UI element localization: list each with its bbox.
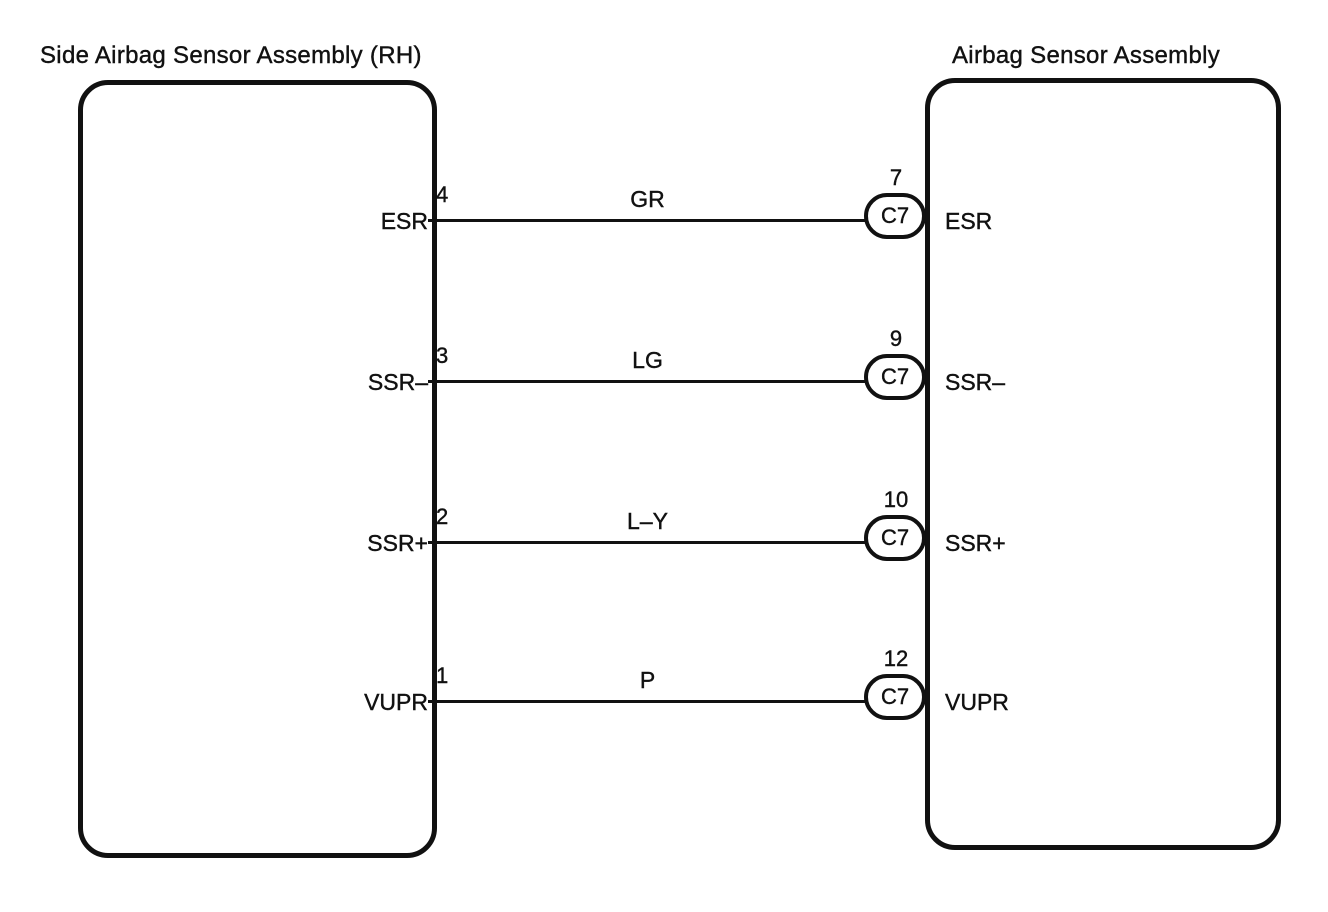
pin-label-right: SSR+ (945, 530, 1006, 556)
pin-label-left: SSR+ (367, 530, 428, 556)
pin-label-left: VUPR (364, 689, 428, 715)
connector-badge: C7 (864, 674, 926, 720)
pin-number-left: 4 (436, 182, 449, 207)
connector-badge: C7 (864, 193, 926, 239)
pin-number-right: 12 (883, 646, 909, 671)
pin-number-left: 3 (436, 343, 449, 368)
wire-color-label: P (639, 667, 656, 693)
left-assembly-box (78, 80, 437, 858)
pin-label-right: SSR– (945, 369, 1006, 395)
left-box-title: Side Airbag Sensor Assembly (RH) (40, 42, 422, 69)
wire-line (428, 541, 869, 544)
wire-line (428, 700, 869, 703)
wire-color-label: GR (630, 186, 665, 212)
wire-color-label: LG (632, 347, 663, 373)
wire-line (428, 380, 869, 383)
pin-number-right: 9 (889, 326, 903, 351)
pin-number-right: 10 (883, 487, 909, 512)
right-assembly-box (925, 78, 1281, 850)
connector-badge: C7 (864, 354, 926, 400)
wire-line (428, 219, 869, 222)
pin-number-right: 7 (889, 165, 903, 190)
pin-label-right: VUPR (945, 689, 1009, 715)
pin-number-left: 2 (436, 504, 449, 529)
pin-label-left: ESR (380, 208, 429, 234)
wire-color-label: L–Y (627, 508, 668, 534)
pin-label-right: ESR (945, 208, 993, 234)
pin-number-left: 1 (436, 663, 449, 688)
pin-label-left: SSR– (367, 369, 428, 395)
right-box-title: Airbag Sensor Assembly (952, 42, 1221, 69)
connector-badge: C7 (864, 515, 926, 561)
